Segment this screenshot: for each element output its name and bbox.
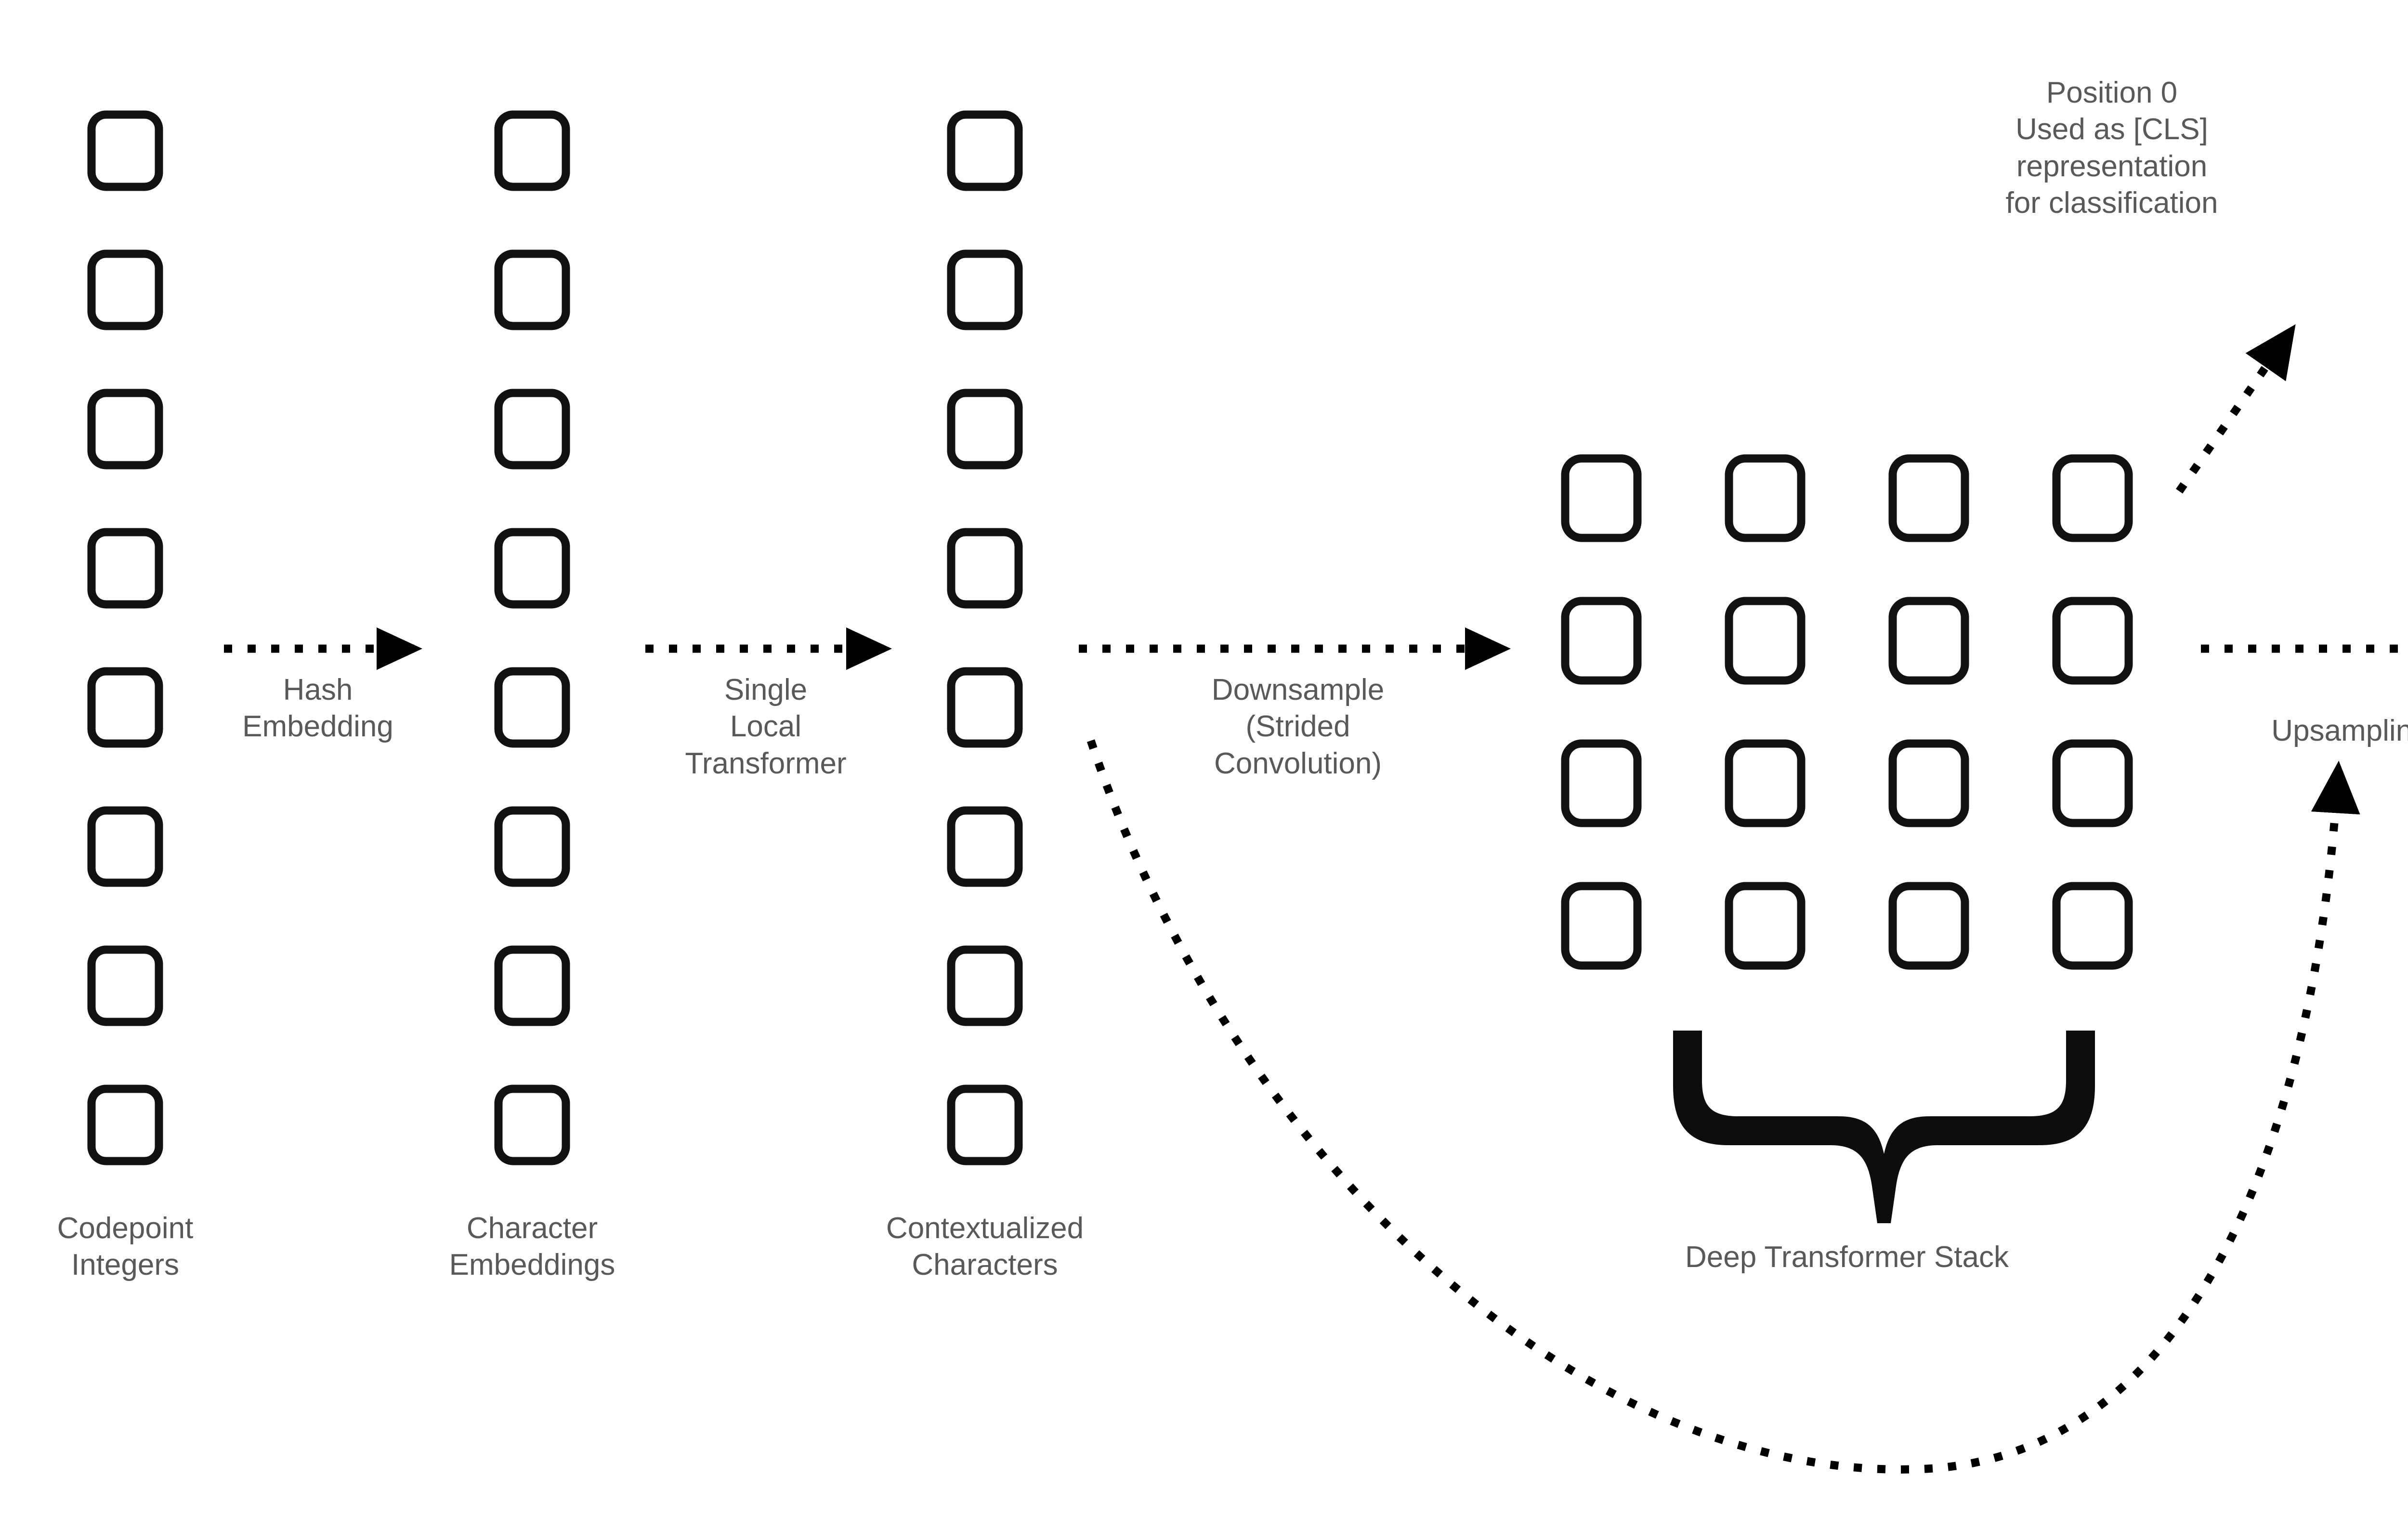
arrow-upsampling-label: Upsampling [2271, 714, 2408, 747]
cell-box [494, 1085, 570, 1165]
cell-box [494, 389, 570, 470]
caption-codepoint-integers: Codepoint Integers [57, 1212, 194, 1282]
cell-box [947, 1085, 1023, 1165]
caption-character-embeddings: Character Embeddings [449, 1212, 615, 1282]
cell-box [494, 806, 570, 887]
cell-box [1561, 882, 1642, 970]
cell-box [1888, 454, 1969, 542]
cell-box [87, 528, 163, 609]
cell-box [494, 667, 570, 748]
cell-box [1888, 739, 1969, 827]
cell-box [2052, 597, 2133, 685]
caption-deep-transformer-stack: Deep Transformer Stack [1685, 1241, 2009, 1274]
column-character-embeddings-boxes [494, 110, 570, 1165]
cell-box [947, 249, 1023, 330]
cell-box [947, 528, 1023, 609]
deep-transformer-stack-brace [1673, 1031, 2095, 1223]
cell-box [2052, 882, 2133, 970]
cell-box [1725, 882, 1806, 970]
cell-box [87, 1085, 163, 1165]
cell-box [87, 667, 163, 748]
caption-contextualized-characters: Contextualized Characters [886, 1212, 1084, 1282]
cell-box [947, 110, 1023, 191]
cls-annotation: Position 0 Used as [CLS] representation … [2005, 76, 2218, 220]
arrow-cls-callout-line [2176, 324, 2296, 494]
cell-box [947, 945, 1023, 1026]
cell-box [1561, 454, 1642, 542]
cell-box [1725, 739, 1806, 827]
cell-box [494, 528, 570, 609]
column-codepoint-integers-boxes [87, 110, 163, 1165]
cell-box [1725, 597, 1806, 685]
cell-box [947, 667, 1023, 748]
cell-box [494, 945, 570, 1026]
cell-box [87, 110, 163, 191]
cell-box [1725, 454, 1806, 542]
deep-transformer-stack-grid [1561, 454, 2133, 970]
arrow-residual-skip-curve [1086, 739, 2360, 1474]
cell-box [1561, 739, 1642, 827]
cell-box [87, 945, 163, 1026]
cell-box [87, 806, 163, 887]
arrow-single-local-transformer-label: Single Local Transformer [685, 673, 847, 780]
cell-box [947, 389, 1023, 470]
cell-box [2052, 739, 2133, 827]
cell-box [2052, 454, 2133, 542]
cell-box [87, 389, 163, 470]
column-contextualized-characters-boxes [947, 110, 1023, 1165]
cell-box [1561, 597, 1642, 685]
cell-box [494, 110, 570, 191]
cell-box [1888, 597, 1969, 685]
arrow-downsample-label: Downsample (Strided Convolution) [1211, 673, 1385, 780]
cell-box [494, 249, 570, 330]
cell-box [1888, 882, 1969, 970]
arrow-hash-embedding-label: Hash Embedding [242, 673, 393, 744]
cell-box [947, 806, 1023, 887]
cell-box [87, 249, 163, 330]
